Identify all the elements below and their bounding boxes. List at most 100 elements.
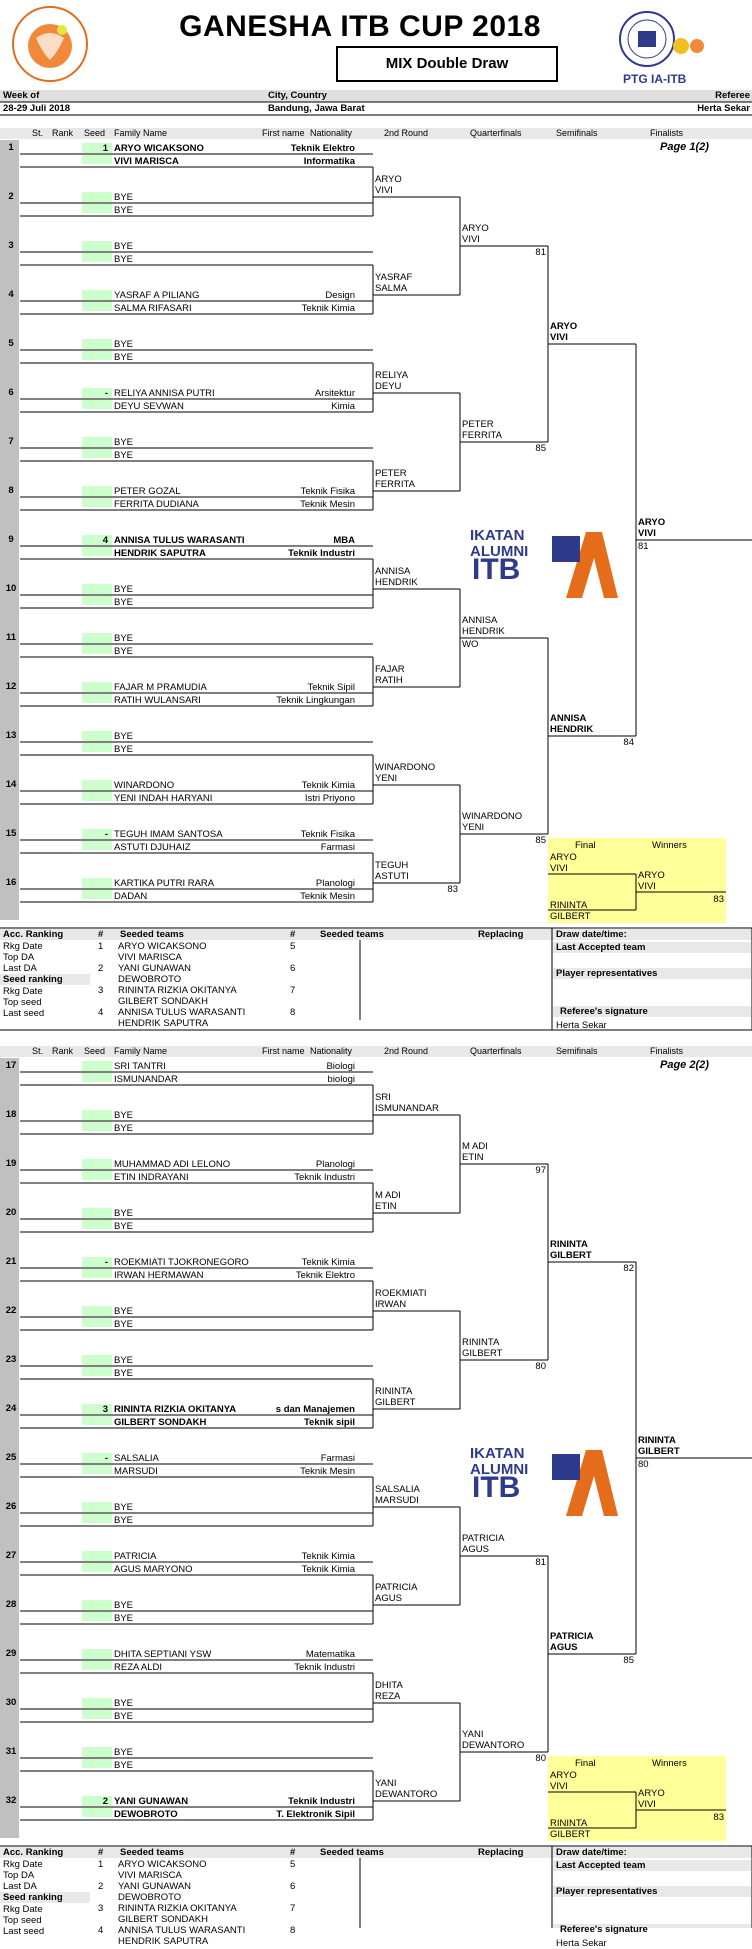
replacing-label: Replacing (478, 1847, 524, 1858)
seed-cell (82, 1759, 112, 1768)
player-2-name: BYE (114, 1368, 134, 1379)
rail-gray (0, 1058, 19, 1838)
round2-player-2: SALMA (375, 283, 408, 294)
footer-right-header (553, 1006, 751, 1017)
seed-cell (82, 1649, 112, 1659)
player-2-name: BYE (114, 597, 134, 608)
qf-player-1: YANI (462, 1729, 484, 1740)
col-header-family: Family Name (114, 128, 168, 138)
player-2-name: BYE (114, 1711, 134, 1722)
player-1-name: BYE (114, 1208, 134, 1219)
round2-player-1: YANI (375, 1778, 397, 1789)
hash-label: # (290, 929, 296, 940)
player-2-name: HENDRIK SAPUTRA (114, 548, 206, 559)
seed-cell (82, 290, 112, 300)
seed-cell (82, 1465, 112, 1474)
player-2-club: Istri Priyono (304, 793, 355, 804)
player-1-name: BYE (114, 731, 134, 742)
seed-index: 1 (98, 1859, 104, 1870)
round2-player-1: M ADI (375, 1190, 401, 1201)
col-header-st: St. (32, 128, 44, 138)
footer-right-header (553, 929, 751, 940)
player-2-club: biologi (327, 1074, 355, 1085)
col-header-st: St. (32, 1046, 44, 1056)
seed-cell (82, 1110, 112, 1120)
footer-header (0, 1847, 752, 1858)
seed-team-player: YANI GUNAWAN (118, 1881, 192, 1892)
player-1-name: BYE (114, 241, 134, 252)
col-header-qf: Quarterfinals (470, 128, 522, 138)
round2-player-2: RATIH (375, 675, 403, 686)
entry-number: 18 (5, 1109, 17, 1120)
final-winner-2: VIVI (638, 881, 656, 892)
seed-cell (82, 841, 112, 850)
player-1-club: Planologi (315, 1159, 355, 1170)
player-1-name: RELIYA ANNISA PUTRI (114, 388, 215, 399)
watermark-text: IKATAN (470, 527, 525, 544)
seed-cell (82, 535, 112, 545)
seed-number: 3 (102, 1404, 108, 1415)
info-bar (0, 90, 752, 102)
entry-number: 25 (5, 1452, 17, 1463)
rail-gray (0, 140, 19, 920)
seed-cell (82, 1612, 112, 1621)
player-2-club: Teknik Mesin (300, 1466, 355, 1477)
seed-index: 3 (98, 1903, 104, 1914)
round2-player-1: FAJAR (375, 664, 405, 675)
player-1-name: BYE (114, 192, 134, 203)
player-2-club: Teknik sipil (303, 1417, 355, 1428)
final-winner-1: ARYO (638, 870, 665, 881)
footer-right-header (553, 942, 751, 953)
player-2-name: DADAN (114, 891, 148, 902)
seed-info-label: Top seed (3, 997, 42, 1008)
seed-index: 1 (98, 941, 104, 952)
player-1-name: ARYO WICAKSONO (114, 143, 204, 154)
player-1-club: Design (325, 290, 355, 301)
seed-cell (82, 1698, 112, 1708)
seed-cell (82, 1220, 112, 1229)
rank-info-label: Top DA (3, 1870, 35, 1881)
player-2-name: ISMUNANDAR (114, 1074, 178, 1085)
footer-right-header (553, 1847, 751, 1858)
referee-name: Herta Sekar (556, 1938, 607, 1949)
seed-cell (82, 878, 112, 888)
seed-number: 2 (102, 1796, 108, 1807)
qf-score: 85 (535, 443, 546, 454)
entry-number: 30 (5, 1697, 17, 1708)
column-header-bar (0, 1046, 752, 1057)
player-2-name: BYE (114, 744, 134, 755)
footer-header (0, 929, 752, 940)
seed-cell (82, 486, 112, 496)
player-2-club: Teknik Industri (288, 548, 355, 559)
col-header-fin: Finalists (650, 1046, 684, 1056)
round2-player-2: FERRITA (375, 479, 415, 490)
seed-ranking-bar (0, 1892, 90, 1903)
seed-cell (82, 1563, 112, 1572)
round2-player-1: TEGUH (375, 860, 409, 871)
week-label: Week of (3, 90, 40, 101)
player-1-name: BYE (114, 633, 134, 644)
entry-number: 12 (5, 681, 17, 692)
qf-player-1: PATRICIA (462, 1533, 505, 1544)
player-1-name: BYE (114, 1110, 134, 1121)
player-2-club: Teknik Industri (294, 1662, 355, 1673)
seed-team-player: ANNISA TULUS WARASANTI (118, 1007, 246, 1018)
player-1-name: SALSALIA (114, 1453, 159, 1464)
finalist-score: 80 (638, 1459, 649, 1470)
seed-cell (82, 829, 112, 839)
player-2-name: BYE (114, 1760, 134, 1771)
seed-team-player: ANNISA TULUS WARASANTI (118, 1925, 246, 1936)
player-2-name: ASTUTI DJUHAIZ (114, 842, 191, 853)
last-accepted-label: Last Accepted team (556, 1860, 646, 1871)
player-1-name: BYE (114, 584, 134, 595)
replacing-label: Replacing (478, 929, 524, 940)
watermark-text: ITB (472, 553, 521, 586)
seeded-teams-label: Seeded teams (320, 929, 384, 940)
round2-player-2: IRWAN (375, 1299, 407, 1310)
player-1-club: Teknik Kimia (301, 1257, 355, 1268)
sf-score: 82 (623, 1263, 634, 1274)
footer-right-header (553, 968, 751, 979)
seed-cell (82, 1159, 112, 1169)
final-score: 83 (713, 1812, 724, 1823)
entry-number: 13 (5, 730, 17, 741)
